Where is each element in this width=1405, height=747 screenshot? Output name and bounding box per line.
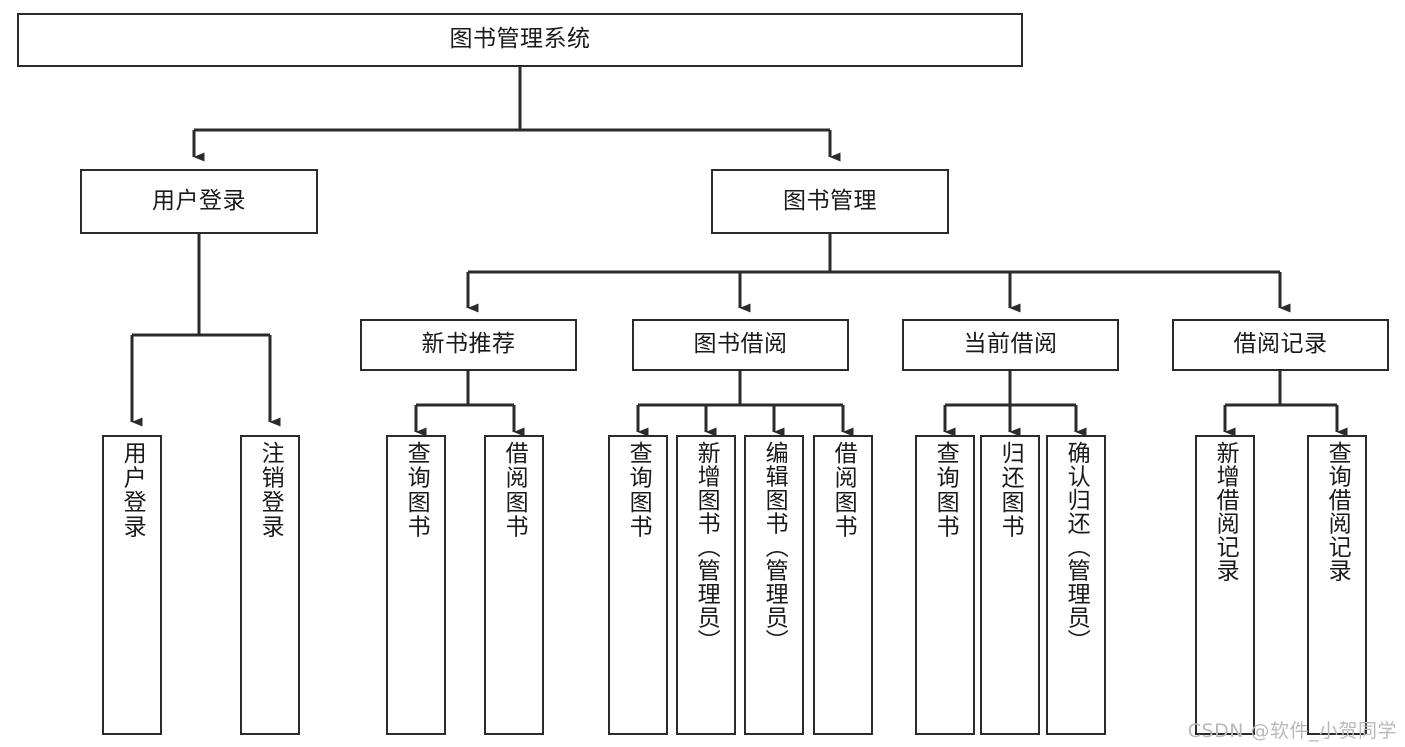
leaf-borrow-record-query[interactable]: 查询借阅记录	[1307, 435, 1367, 735]
node-label: 注销登录	[257, 441, 284, 539]
node-book-management[interactable]: 图书管理	[711, 169, 949, 234]
node-current-borrow[interactable]: 当前借阅	[902, 319, 1119, 371]
leaf-new-book-query[interactable]: 查询图书	[386, 435, 446, 735]
leaf-borrow-record-add[interactable]: 新增借阅记录	[1195, 435, 1255, 735]
leaf-book-borrow-query[interactable]: 查询图书	[608, 435, 668, 735]
node-label: 新书推荐	[421, 331, 516, 358]
node-label: 用户登录	[119, 441, 146, 539]
leaf-current-borrow-return[interactable]: 归还图书	[980, 435, 1040, 735]
node-label: 编辑图书（管理员）	[761, 441, 788, 653]
node-label: 查询图书	[403, 441, 430, 539]
node-root-system[interactable]: 图书管理系统	[17, 13, 1023, 67]
leaf-book-borrow-add[interactable]: 新增图书（管理员）	[676, 435, 736, 735]
node-book-borrow[interactable]: 图书借阅	[632, 319, 849, 371]
node-label: 图书管理系统	[449, 26, 591, 53]
leaf-current-borrow-query[interactable]: 查询图书	[915, 435, 975, 735]
node-label: 新增借阅记录	[1212, 441, 1239, 582]
watermark-text: CSDN @软件_小贺同学	[1187, 720, 1397, 742]
leaf-current-borrow-confirm-return[interactable]: 确认归还（管理员）	[1046, 435, 1106, 735]
node-label: 查询图书	[625, 441, 652, 539]
leaf-book-borrow-edit[interactable]: 编辑图书（管理员）	[744, 435, 804, 735]
node-label: 查询借阅记录	[1324, 441, 1351, 582]
node-borrow-record[interactable]: 借阅记录	[1172, 319, 1389, 371]
node-label: 用户登录	[152, 187, 246, 214]
leaf-user-login-login[interactable]: 用户登录	[102, 435, 162, 735]
node-label: 新增图书（管理员）	[693, 441, 720, 653]
node-label: 借阅记录	[1233, 331, 1328, 358]
node-label: 当前借阅	[963, 331, 1058, 358]
node-label: 图书管理	[783, 187, 877, 214]
node-label: 借阅图书	[830, 441, 857, 539]
leaf-book-borrow-borrow[interactable]: 借阅图书	[813, 435, 873, 735]
node-label: 查询图书	[932, 441, 959, 539]
node-user-login[interactable]: 用户登录	[80, 169, 318, 234]
node-label: 图书借阅	[693, 331, 788, 358]
leaf-user-login-logout[interactable]: 注销登录	[240, 435, 300, 735]
node-label: 确认归还（管理员）	[1063, 441, 1090, 653]
node-new-book-recommend[interactable]: 新书推荐	[360, 319, 577, 371]
leaf-new-book-borrow[interactable]: 借阅图书	[484, 435, 544, 735]
node-label: 归还图书	[997, 441, 1024, 539]
node-label: 借阅图书	[501, 441, 528, 539]
